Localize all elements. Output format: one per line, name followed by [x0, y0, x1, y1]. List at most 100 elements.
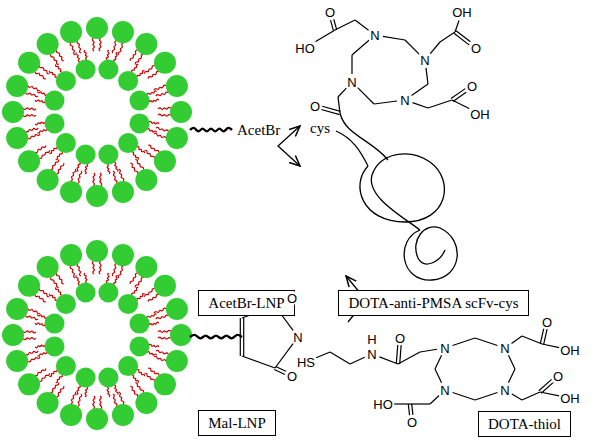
- bond: [358, 88, 374, 104]
- bond: [351, 55, 352, 74]
- lipid-tail: [85, 387, 88, 397]
- lipid-head: [154, 150, 176, 172]
- lipid-tail: [28, 134, 40, 139]
- lipid-tail: [26, 93, 39, 97]
- lipid-head: [6, 298, 28, 320]
- box-label: Mal-LNP: [208, 415, 266, 431]
- lipid-head: [60, 244, 82, 266]
- bond: [394, 403, 410, 404]
- lipid-tail: [149, 344, 159, 347]
- lipid-tail: [130, 386, 137, 397]
- lipid-tail: [37, 91, 46, 95]
- lipid-tail: [137, 370, 145, 377]
- atom-label: H: [366, 333, 377, 346]
- lipid-head: [44, 91, 64, 111]
- bond: [420, 349, 437, 352]
- lipid-tail: [144, 289, 154, 297]
- bond: [413, 103, 428, 108]
- lipid-tail: [144, 373, 154, 381]
- lipid-tail: [26, 128, 39, 132]
- atom-label: O: [406, 416, 418, 429]
- lipid-head: [56, 356, 76, 376]
- bond: [428, 100, 452, 108]
- bond: [374, 101, 397, 104]
- lipid-head: [170, 101, 192, 123]
- bond: [314, 30, 335, 42]
- chemical-bonds: [240, 19, 559, 415]
- lipid-tail: [148, 71, 159, 78]
- bond: [452, 100, 470, 109]
- lipid-tail: [118, 266, 123, 278]
- bond: [541, 382, 554, 393]
- atom-label: N: [419, 54, 430, 67]
- lipid-tail: [135, 277, 143, 287]
- lipid-head: [130, 314, 150, 334]
- atom-label: N: [499, 342, 510, 355]
- lipid-tail: [56, 152, 63, 160]
- atom-label: O: [286, 370, 298, 383]
- bond: [430, 395, 439, 404]
- lipid-tail: [114, 52, 118, 61]
- lipid-tail: [39, 150, 49, 158]
- bond: [522, 336, 542, 344]
- lipid-tail: [49, 71, 57, 78]
- lipid-tail: [78, 394, 82, 407]
- lipid-head: [2, 101, 24, 123]
- bond: [453, 338, 475, 345]
- bond: [322, 106, 340, 111]
- lipid-tail: [118, 43, 123, 55]
- lipid-tail: [158, 107, 171, 109]
- atom-label: N: [499, 384, 510, 397]
- bond: [512, 394, 522, 400]
- lipid-head: [18, 150, 40, 172]
- lipid-tail: [93, 396, 95, 409]
- lipid-head: [118, 71, 138, 91]
- lipid-tail: [71, 169, 76, 181]
- lipid-head: [166, 127, 188, 149]
- lipid-tail: [112, 264, 116, 277]
- lipid-tail: [51, 382, 59, 392]
- lipid-head: [76, 282, 96, 302]
- lipid-head: [135, 392, 157, 414]
- bond: [352, 40, 369, 55]
- bond: [426, 68, 428, 84]
- lipid-tail: [35, 72, 46, 79]
- lipid-tail: [147, 91, 156, 95]
- lipid-tail: [37, 129, 46, 133]
- lipid-head: [170, 324, 192, 346]
- atom-label: N: [439, 342, 450, 355]
- lipid-head: [44, 336, 64, 356]
- lipid-head: [135, 169, 157, 191]
- lipid-head: [60, 404, 82, 426]
- bond: [430, 42, 440, 54]
- lipid-head: [112, 404, 134, 426]
- lipid-tail: [154, 356, 166, 361]
- label-box: AcetBr-LNP: [198, 290, 295, 316]
- label-box: DOTA-anti-PMSA scFv-cys: [338, 290, 529, 316]
- atom-label: O: [394, 332, 406, 345]
- lipid-head: [60, 21, 82, 43]
- bond: [522, 392, 540, 400]
- bond: [379, 357, 398, 364]
- lipid-tail: [78, 171, 82, 184]
- lipid-tail: [132, 287, 139, 295]
- lipid-tail: [107, 387, 110, 397]
- lipid-tail: [77, 264, 81, 277]
- lipid-head: [118, 133, 138, 153]
- lipid-tail: [51, 54, 59, 64]
- lipid-tail: [149, 99, 159, 102]
- atom-label: HO: [372, 398, 394, 411]
- lipid-tail: [148, 294, 159, 301]
- lipid-tail: [100, 173, 102, 186]
- atom-label: N: [366, 348, 377, 361]
- lipid-tail: [119, 392, 124, 404]
- lipid-tail: [135, 54, 143, 64]
- bond: [544, 329, 547, 344]
- lipid-head: [86, 240, 108, 262]
- lipid-tail: [35, 323, 45, 326]
- atom-label: HS: [296, 356, 316, 369]
- lipid-tail: [49, 370, 57, 377]
- lipid-tail: [119, 169, 124, 181]
